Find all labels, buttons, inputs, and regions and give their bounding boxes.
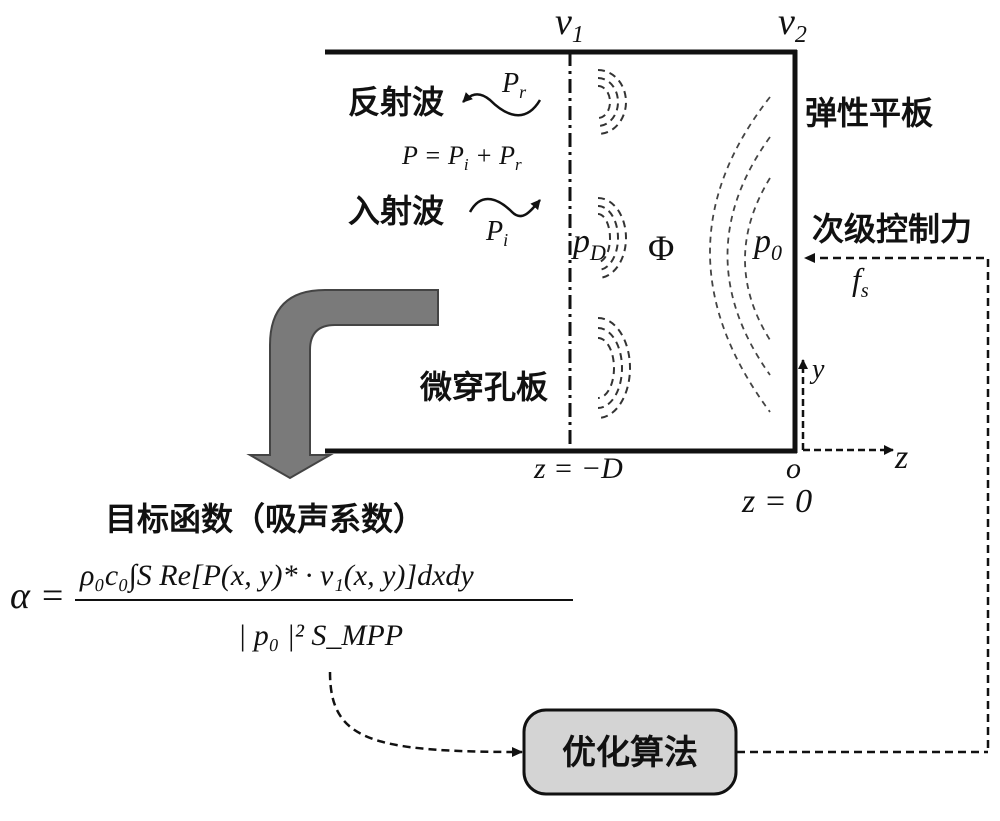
- formula-to-optimizer-arrow: [330, 672, 522, 752]
- optimizer-label: 优化算法: [562, 733, 698, 773]
- reflected-wave-label: 反射波: [348, 83, 444, 121]
- y-axis-label: y: [809, 354, 825, 385]
- v2-label: v2: [778, 1, 807, 48]
- pD-label: pD: [571, 223, 606, 265]
- incident-wave-label: 入射波: [348, 192, 444, 230]
- mpp-label: 微穿孔板: [419, 368, 548, 406]
- elastic-plate-label: 弹性平板: [805, 94, 933, 132]
- z-minus-D-label: z = −D: [533, 452, 623, 485]
- pi-label: Pi: [485, 216, 508, 250]
- formula-denominator: | p₀ |² S_MPP: [238, 619, 403, 652]
- p0-label: p0: [752, 223, 782, 265]
- z-zero-label: z = 0: [741, 483, 812, 520]
- formula-numerator: ρ₀c₀∫S Re[P(x, y)* · v₁(x, y)]dxdy: [79, 559, 474, 594]
- alpha-symbol: α =: [10, 575, 65, 617]
- fs-label: fs: [852, 261, 869, 302]
- incident-wave-squiggle: [470, 199, 540, 216]
- v1-label: v1: [555, 1, 584, 48]
- z-axis-label: z: [894, 439, 908, 476]
- pr-label: Pr: [501, 68, 527, 102]
- control-loop-dashed-top: [805, 258, 988, 748]
- origin-label: o: [786, 452, 801, 485]
- pressure-equation: P = Pi + Pr: [401, 141, 522, 174]
- objective-title: 目标函数（吸声系数）: [105, 500, 425, 538]
- secondary-force-label: 次级控制力: [812, 210, 972, 248]
- phi-label: Φ: [648, 228, 674, 268]
